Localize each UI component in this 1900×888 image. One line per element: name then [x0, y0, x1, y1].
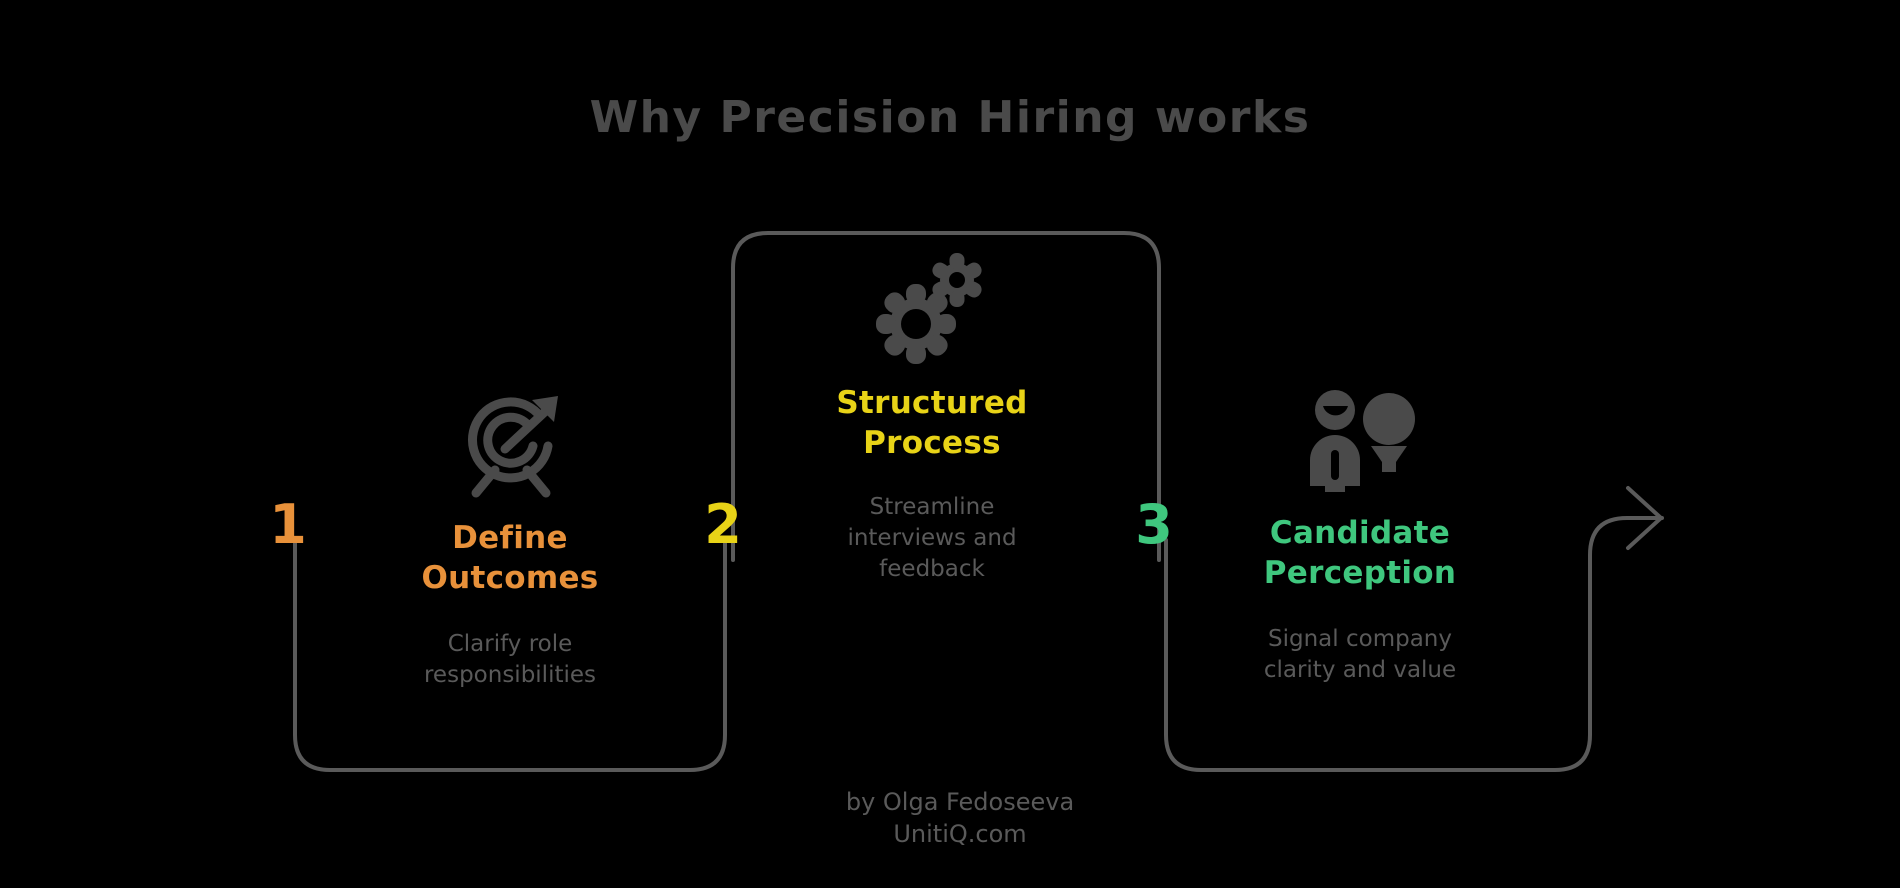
credit-site: UnitiQ.com — [893, 820, 1027, 849]
step-title-1: Define Outcomes — [421, 520, 599, 597]
step-title-2: Structured Process — [836, 385, 1028, 462]
step-description-1: Clarify role responsibilities — [423, 630, 597, 688]
person-lightbulb-icon — [1150, 385, 1570, 495]
target-arrow-icon — [300, 390, 720, 500]
gears-icon — [722, 253, 1142, 365]
credit-author: by Olga Fedoseeva — [845, 788, 1075, 816]
step-description-3: Signal company clarity and value — [1263, 625, 1457, 683]
page-title: Why Precision Hiring works — [589, 92, 1311, 143]
flow-arrow-icon — [1626, 486, 1663, 550]
step-number-3: 3 — [1135, 493, 1173, 556]
credit-block: by Olga Fedoseeva UnitiQ.com — [640, 786, 1280, 851]
step-card-candidate-perception: Candidate Perception Signal company clar… — [1150, 385, 1570, 686]
step-title-3: Candidate Perception — [1263, 515, 1457, 592]
step-card-structured-process: Structured Process Streamline interviews… — [722, 253, 1142, 585]
step-description-2: Streamline interviews and feedback — [847, 493, 1017, 582]
step-number-2: 2 — [704, 493, 742, 556]
step-number-1: 1 — [269, 493, 307, 556]
step-card-define-outcomes: Define Outcomes Clarify role responsibil… — [300, 390, 720, 691]
